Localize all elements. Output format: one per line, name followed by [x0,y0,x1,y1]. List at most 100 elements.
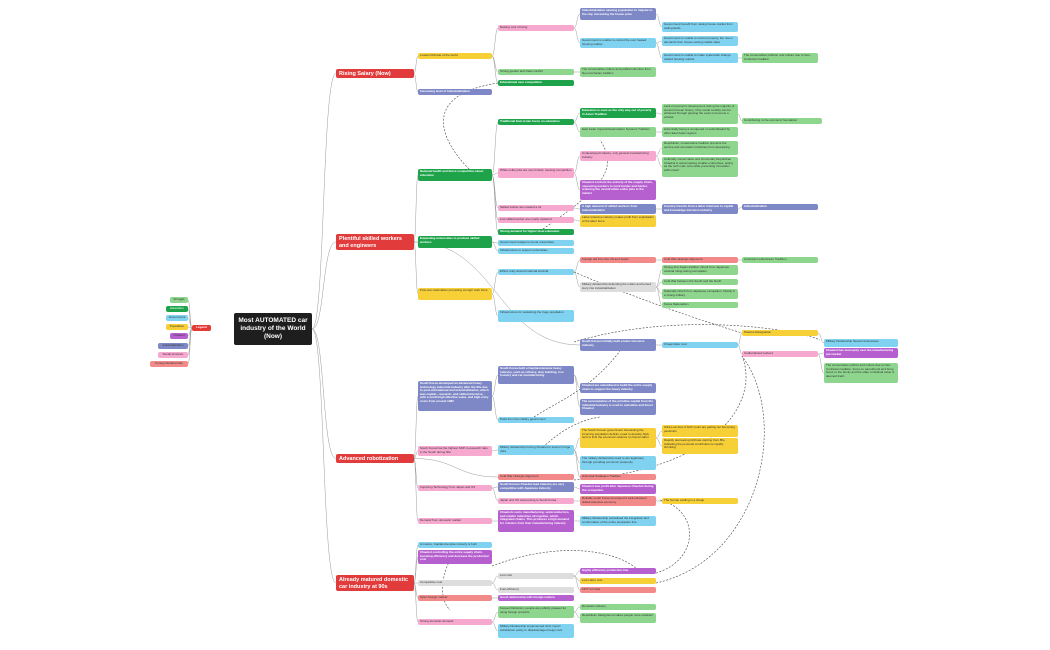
branch-topic[interactable]: Already matured domestic car industry at… [336,575,414,591]
branch-topic[interactable]: Rising Salary (Now) [336,69,414,78]
topic-node[interactable]: Cold War strategic alignment [498,474,574,480]
topic-node[interactable]: Rapidly decreasing birthrate starting fr… [662,438,738,454]
topic-node[interactable]: Highly efficiency production line [580,568,656,574]
topic-node[interactable]: Fuel efficiency [498,587,574,593]
topic-node[interactable]: The military dictatorship need to win le… [580,456,656,470]
topic-node[interactable]: Military Dictatorship subsidised the int… [580,516,656,526]
topic-node[interactable]: Government is unable to make systematic … [662,53,738,63]
topic-node[interactable]: Republican, conservative tradition preve… [662,141,738,155]
topic-node[interactable]: 1977 oil crisis [580,587,656,593]
topic-node[interactable]: Historical Sadaejuui Tradition [580,474,656,480]
topic-node[interactable]: Ethnic unity around national survival [498,269,574,275]
topic-node[interactable]: Lowest birthrate of the world [418,53,492,59]
topic-node[interactable]: Infrastructure for sustaining the huge p… [498,310,574,322]
topic-node[interactable]: Expanding universities to produce skille… [418,236,492,248]
topic-node[interactable]: Culturally conservative and structurally… [662,157,738,177]
topic-node[interactable]: Skilled worker are needed a lot [498,205,574,211]
topic-node[interactable]: Foreign aid from the US and Japan [580,257,656,263]
topic-node[interactable]: Labor-intensive industry makes profit fr… [580,215,656,227]
topic-node[interactable]: South Korea has the highest SOP-in-resea… [418,446,492,456]
connector-line [491,174,499,221]
topic-node[interactable]: South Korean Chaebol lead industry are v… [498,482,574,492]
topic-node[interactable]: A mature, Capital-intensive industry is … [418,542,492,548]
topic-node[interactable]: East Asian Imperial Examination Systems … [580,127,656,137]
topic-node[interactable]: Cold War strategic alignment [662,257,738,263]
topic-node[interactable]: American Lebensraum Tradition [742,257,818,263]
topic-node[interactable]: Undeveloped industry, only general manuf… [580,151,656,161]
topic-node[interactable]: Infrastructure to support universities [498,248,574,254]
legend-item: Population [166,324,188,330]
topic-node[interactable]: The accumulation of the primitive capita… [580,399,656,415]
topic-node[interactable]: Low Labor cost [580,578,656,584]
topic-node[interactable]: Cold War between the South and the North [662,279,738,285]
topic-node[interactable]: Increasing level of Industrialization [418,89,492,95]
topic-node[interactable]: Military dictatorship forcing Chaebol to… [498,445,574,455]
topic-node[interactable]: Industrialization [742,204,818,210]
topic-node[interactable]: Chaebol has monopoly over the manufactur… [824,348,898,358]
topic-node[interactable]: Lack of economic development during the … [662,104,738,124]
connector-line [491,174,499,233]
topic-node[interactable]: Military dictatorship defending the nati… [580,282,656,292]
topic-node[interactable]: Historically being a conquered or subord… [662,127,738,137]
topic-node[interactable]: Chaebol was profit after Japanese Chaebo… [580,484,656,494]
topic-node[interactable]: The South Korean government forecasting … [580,428,656,448]
connector-line [413,458,499,478]
topic-node[interactable]: Country transits from a labor intensive … [662,204,738,214]
topic-node[interactable]: Cheap labor cost [662,342,738,348]
branch-topic[interactable]: Advanced robotization industry [336,454,414,463]
topic-node[interactable]: Chaebol controlling the entire supply ch… [418,550,492,564]
topic-node[interactable]: Chaebol are subsidised to build the enti… [580,383,656,393]
topic-node[interactable]: Strong demand for higher level education [498,229,574,235]
topic-node[interactable]: South Korea built a Capital-intensive he… [498,366,574,384]
topic-node[interactable]: Chaebols owns manufacturing, semiconduct… [498,510,574,532]
topic-node[interactable]: Importing Technology from Japan and US [418,485,492,491]
topic-node[interactable]: Military Dictatorship implemented strict… [498,624,574,638]
topic-node[interactable]: Low skilled worker are mostly replaced [498,217,574,223]
topic-node[interactable]: The conservative politics and culture du… [824,363,898,383]
topic-node[interactable]: Passive Resignation [742,330,818,336]
topic-node[interactable]: Strong Anti-Japan tradition inherit from… [662,265,738,275]
topic-node[interactable]: Korea Nationalism [662,302,738,308]
topic-node[interactable]: Ultra-Low fear of birth count are gettin… [662,425,738,437]
topic-node[interactable]: Undisciplined workers [742,351,818,357]
central-topic[interactable]: Most AUTOMATED car industry of the World… [234,313,312,345]
topic-node[interactable]: Domestic industry [580,604,656,610]
topic-node[interactable]: Government is unable to control property… [662,36,738,46]
topic-node[interactable]: The human settling in a cheap [662,498,738,504]
topic-node[interactable]: National health and fierce competition a… [418,169,492,181]
topic-node[interactable]: Military Dictatorship favours businesses [824,339,898,347]
topic-node[interactable]: Education is seen as the only way out of… [580,108,656,118]
topic-node[interactable]: Government is unable to control the over… [580,38,656,48]
topic-node[interactable]: Strong domestic demand [418,619,492,625]
topic-node[interactable]: Korean Patriotism, people are publicly p… [498,606,574,618]
topic-node[interactable]: Strong gender and class conflict [498,69,574,75]
topic-node[interactable]: Demand from domestic market [418,518,492,524]
topic-node[interactable]: Republican background makes people more … [580,613,656,623]
topic-node[interactable]: The conservative political, and culture … [742,53,818,63]
topic-node[interactable]: Open foreign market [418,595,492,601]
connector-line [413,582,419,623]
topic-node[interactable]: Post-war nationalism promoting enough wo… [418,288,492,300]
branch-topic[interactable]: Plentiful skilled workers and engineers [336,234,414,250]
topic-node[interactable]: South Korean initially built a labor int… [580,339,656,351]
topic-node[interactable]: Reliable south Korea developed a well-ed… [580,496,656,506]
topic-node[interactable]: South Korea developed an advanced heavy … [418,381,492,411]
topic-node[interactable]: Good relationship with foreign nations [498,595,574,601]
topic-node[interactable]: Push from the military government [498,417,574,423]
topic-node[interactable]: Raising cost of living [498,25,574,31]
topic-node[interactable]: Industrialization causing population to … [580,8,656,20]
topic-node[interactable]: A high demand of skilled workers from in… [580,204,656,214]
topic-node[interactable]: Government benefit from raising house ma… [662,22,738,32]
topic-node[interactable]: The conservative culture and political s… [580,67,656,77]
topic-node[interactable]: Competitive cost [418,580,492,586]
topic-node[interactable]: Contributing to the economic foundation [742,118,822,124]
topic-node[interactable]: Japan and US outsourcing to South Korea [498,498,574,504]
topic-node[interactable]: White-collar jobs are very limited, caus… [498,168,574,178]
topic-node[interactable]: Government budget to found universities [498,240,574,246]
topic-node[interactable]: Low cost [498,573,574,579]
topic-node[interactable]: Chaebol controls the entirety of the sup… [580,180,656,200]
topic-node[interactable]: Educational over competition [498,80,574,86]
topic-node[interactable]: Nationals inherit from Japanese occupati… [662,289,738,299]
topic-node[interactable]: Traditional East Asian focus on educatio… [498,119,574,125]
